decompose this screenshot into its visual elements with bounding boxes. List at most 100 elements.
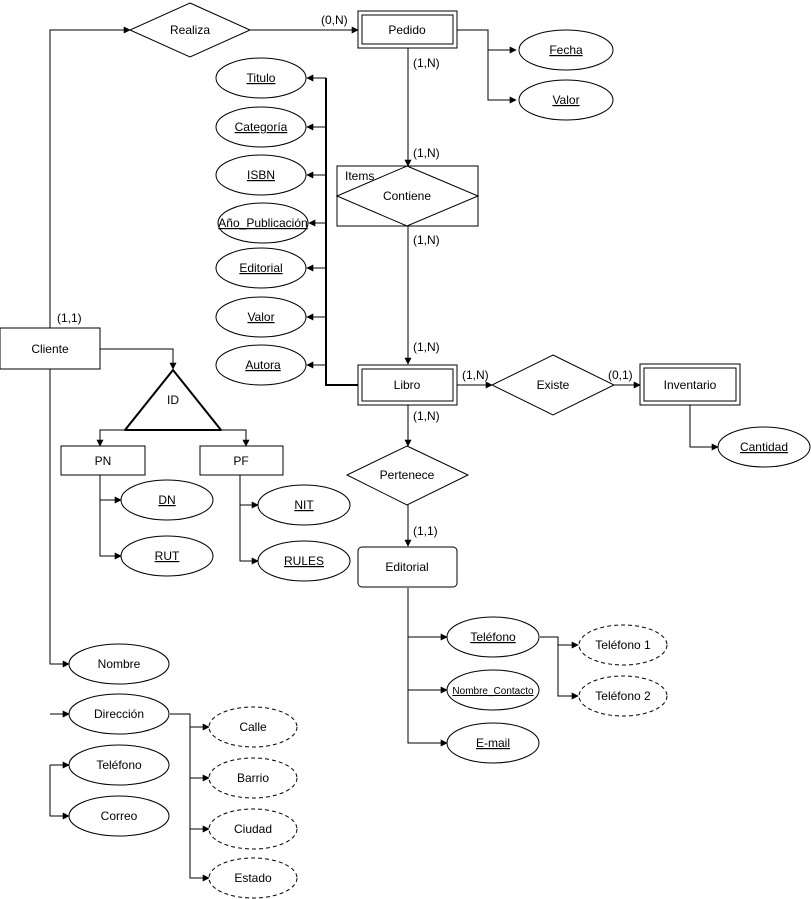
attribute-telefono-cliente[interactable]: Teléfono bbox=[68, 744, 170, 786]
cardinality-existe-inventario: (0,1) bbox=[608, 368, 633, 382]
attribute-autora-label: Autora bbox=[245, 358, 281, 372]
attribute-titulo[interactable]: Titulo bbox=[215, 57, 307, 99]
attribute-rules-label: RULES bbox=[284, 554, 324, 568]
edge-cliente-id bbox=[100, 348, 177, 370]
edge-cliente-nombre bbox=[49, 369, 70, 668]
entity-pedido-label: Pedido bbox=[388, 23, 426, 37]
attribute-telefono-editorial-label: Teléfono bbox=[470, 630, 516, 644]
attribute-valor-libro-label: Valor bbox=[247, 310, 274, 324]
attribute-correo[interactable]: Correo bbox=[68, 795, 170, 837]
attribute-cantidad[interactable]: Cantidad bbox=[717, 426, 811, 468]
entity-pedido[interactable]: Pedido bbox=[357, 10, 458, 49]
attribute-nombre-contacto[interactable]: Nombre_Contacto bbox=[446, 669, 540, 711]
attribute-barrio[interactable]: Barrio bbox=[208, 757, 298, 799]
edge-editorial-email bbox=[407, 690, 448, 747]
attribute-estado[interactable]: Estado bbox=[208, 857, 298, 899]
attribute-calle[interactable]: Calle bbox=[208, 706, 298, 748]
attribute-titulo-label: Titulo bbox=[247, 71, 276, 85]
attribute-dn[interactable]: DN bbox=[120, 479, 214, 521]
cardinality-realiza-pedido: (0,N) bbox=[321, 13, 348, 27]
attribute-editorial-label: Editorial bbox=[239, 261, 282, 275]
cardinality-libro-existe: (1,N) bbox=[462, 368, 489, 382]
edge-pn-dn bbox=[99, 475, 122, 504]
attribute-direccion-label: Dirección bbox=[94, 707, 144, 721]
attribute-valor-pedido-label: Valor bbox=[552, 93, 579, 107]
cardinalities: (0,N) (1,N) (1,N) (1,N) (1,N) (1,1) (1,N… bbox=[57, 13, 633, 538]
edge-libro-attribute-bus bbox=[325, 78, 358, 386]
attribute-nombre-contacto-label: Nombre_Contacto bbox=[452, 686, 534, 697]
cardinality-libro-pertenece: (1,N) bbox=[413, 409, 440, 423]
attribute-isbn[interactable]: ISBN bbox=[215, 154, 307, 196]
entity-cliente-label: Cliente bbox=[31, 342, 69, 356]
attribute-direccion[interactable]: Dirección bbox=[68, 693, 170, 735]
edge-direccion-estado bbox=[189, 829, 210, 882]
edge-cliente-realiza bbox=[49, 26, 131, 328]
attribute-ciudad[interactable]: Ciudad bbox=[208, 808, 298, 850]
attribute-fecha[interactable]: Fecha bbox=[518, 29, 614, 71]
relationship-realiza-label: Realiza bbox=[170, 23, 210, 37]
edge-direccion-ciudad bbox=[189, 778, 210, 833]
attribute-editorial[interactable]: Editorial bbox=[215, 247, 307, 289]
attribute-anio-publicacion[interactable]: Año_Publicación bbox=[217, 202, 309, 244]
entity-editorial-label: Editorial bbox=[385, 560, 428, 574]
relationship-pertenece-label: Pertenece bbox=[380, 468, 435, 482]
edge-pedido-fecha bbox=[457, 29, 517, 54]
cardinality-contiene-top: (1,N) bbox=[413, 146, 440, 160]
attribute-valor-pedido[interactable]: Valor bbox=[518, 79, 614, 121]
edge-editorial-contacto bbox=[407, 637, 448, 694]
relationship-contiene[interactable]: Items Contiene bbox=[335, 165, 480, 227]
cardinality-pertenece-editorial: (1,1) bbox=[413, 524, 438, 538]
attribute-nombre[interactable]: Nombre bbox=[68, 643, 170, 685]
edge-pn-rut bbox=[99, 500, 122, 560]
attribute-valor-libro[interactable]: Valor bbox=[215, 296, 307, 338]
entity-libro[interactable]: Libro bbox=[357, 364, 458, 406]
edge-pf-rules bbox=[239, 505, 259, 565]
attribute-rut-label: RUT bbox=[155, 549, 180, 563]
relationship-contiene-label: Contiene bbox=[383, 189, 431, 203]
attribute-categoria-label: Categoría bbox=[235, 120, 288, 134]
attribute-categoria[interactable]: Categoría bbox=[215, 106, 307, 148]
edge-inventario-cantidad bbox=[689, 405, 719, 451]
attribute-anio-publicacion-label: Año_Publicación bbox=[218, 216, 307, 230]
attribute-isbn-label: ISBN bbox=[247, 168, 275, 182]
entity-pf[interactable]: PF bbox=[199, 445, 284, 476]
attribute-telefono-editorial[interactable]: Teléfono bbox=[446, 616, 540, 658]
attribute-rules[interactable]: RULES bbox=[257, 540, 351, 582]
entity-cliente[interactable]: Cliente bbox=[0, 327, 101, 370]
edge-direccion-calle bbox=[170, 713, 210, 731]
cardinality-contiene-bottom: (1,N) bbox=[413, 233, 440, 247]
relationship-existe[interactable]: Existe bbox=[490, 354, 616, 416]
specialization-id[interactable]: ID bbox=[124, 369, 222, 431]
specialization-id-label: ID bbox=[167, 393, 179, 407]
cardinality-libro-contiene: (1,N) bbox=[413, 340, 440, 354]
attribute-email[interactable]: E-mail bbox=[446, 722, 540, 764]
attribute-telefono-1-label: Teléfono 1 bbox=[595, 638, 651, 652]
entity-inventario[interactable]: Inventario bbox=[639, 363, 741, 406]
attribute-autora[interactable]: Autora bbox=[215, 344, 307, 386]
entity-libro-label: Libro bbox=[394, 378, 421, 392]
attribute-telefono-2-label: Teléfono 2 bbox=[595, 689, 651, 703]
attribute-nombre-label: Nombre bbox=[98, 657, 141, 671]
edge-telefono-2 bbox=[557, 645, 579, 700]
relationship-realiza[interactable]: Realiza bbox=[128, 2, 252, 58]
attribute-rut[interactable]: RUT bbox=[120, 535, 214, 577]
attribute-fecha-label: Fecha bbox=[549, 43, 583, 57]
edge-id-pn bbox=[96, 429, 173, 447]
attribute-telefono-cliente-label: Teléfono bbox=[96, 758, 142, 772]
entity-inventario-label: Inventario bbox=[664, 378, 717, 392]
entity-pn[interactable]: PN bbox=[60, 445, 146, 476]
connectors bbox=[49, 26, 719, 882]
relationship-pertenece[interactable]: Pertenece bbox=[345, 445, 470, 506]
attribute-calle-label: Calle bbox=[239, 720, 267, 734]
entity-editorial[interactable]: Editorial bbox=[357, 546, 458, 588]
edge-pf-nit bbox=[239, 475, 259, 509]
edge-id-pf bbox=[173, 429, 250, 447]
attribute-telefono-1[interactable]: Teléfono 1 bbox=[578, 624, 668, 666]
attribute-telefono-2[interactable]: Teléfono 2 bbox=[578, 675, 668, 717]
edge-cliente-correo bbox=[49, 765, 70, 820]
attribute-nit-label: NIT bbox=[294, 498, 314, 512]
attribute-nit[interactable]: NIT bbox=[257, 484, 351, 526]
edge-direccion-barrio bbox=[189, 727, 210, 782]
edge-telefono-1 bbox=[540, 636, 579, 649]
